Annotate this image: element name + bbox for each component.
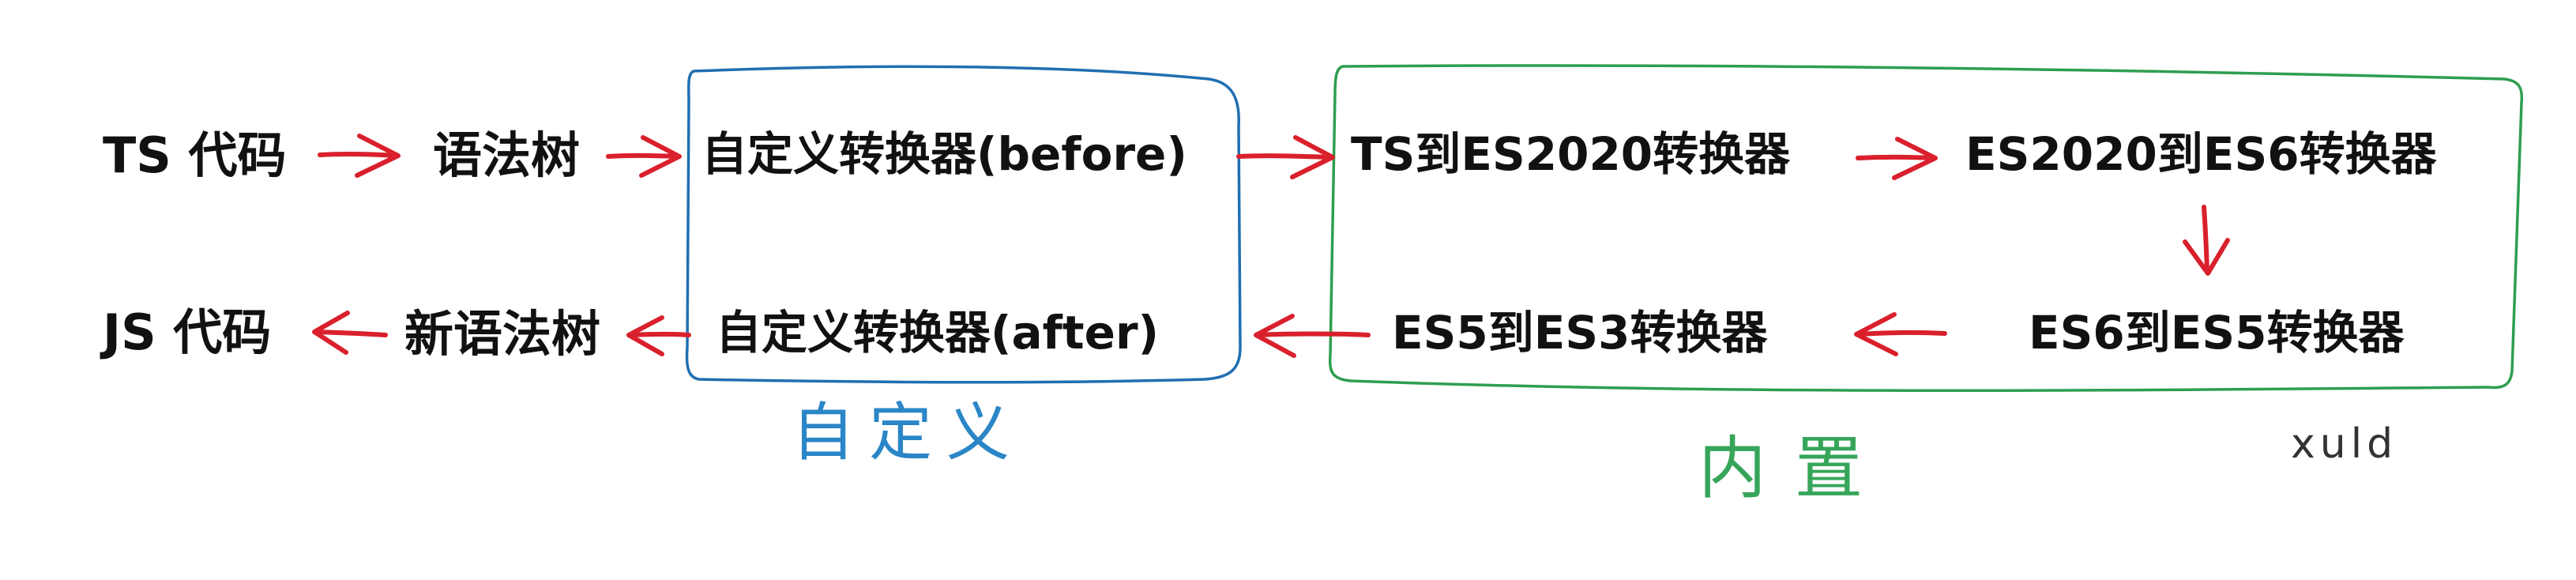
node-es5-to-es3: ES5到ES3转换器 (1392, 306, 1768, 360)
node-js-code: JS 代码 (103, 303, 272, 361)
node-ts-code: TS 代码 (103, 126, 287, 184)
node-ts-to-es2020: TS到ES2020转换器 (1351, 127, 1791, 181)
node-syntax-tree: 语法树 (433, 126, 581, 184)
custom-group-label: 自定义 (792, 396, 1024, 469)
arrow-down-to-es6es5-icon (2183, 205, 2230, 276)
arrow-builtin-to-custom-after-icon (1254, 314, 1371, 358)
arrow-es6es5-to-es5es3-icon (1854, 312, 1947, 356)
node-new-syntax-tree: 新语法树 (404, 305, 601, 363)
arrow-tree-to-custom-before-icon (606, 135, 682, 178)
author-signature: xuld (2291, 420, 2398, 468)
arrow-custom-after-to-new-tree-icon (626, 315, 691, 356)
arrows-group (312, 134, 2230, 358)
node-custom-after: 自定义转换器(after) (716, 306, 1160, 360)
arrow-new-tree-to-js-icon (312, 311, 388, 355)
custom-transformers-box (685, 65, 1242, 384)
node-es2020-to-es6: ES2020到ES6转换器 (1965, 127, 2437, 181)
arrow-ts2020-to-2020es6-icon (1856, 137, 1938, 180)
builtin-group-label: 内置 (1698, 429, 1891, 508)
builtin-transformers-box (1328, 64, 2524, 393)
node-custom-before: 自定义转换器(before) (701, 127, 1187, 181)
arrow-custom-before-to-builtin-icon (1236, 135, 1335, 179)
arrow-ts-to-tree-icon (318, 134, 401, 178)
node-es6-to-es5: ES6到ES5转换器 (2029, 306, 2405, 360)
